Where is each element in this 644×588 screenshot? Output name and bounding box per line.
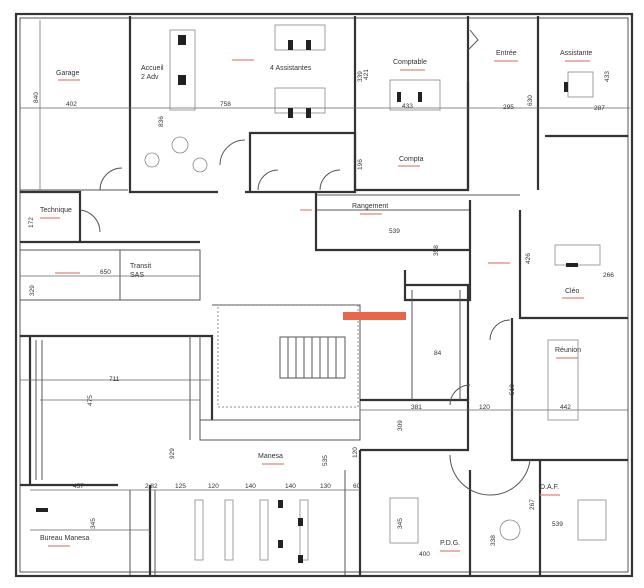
room-label-assistante: Assistante xyxy=(560,50,592,57)
dimension-label: 836 xyxy=(158,116,165,127)
dimension-label: 358 xyxy=(433,245,440,256)
room-label-daf: D.A.F. xyxy=(540,484,559,491)
room-label-garage: Garage xyxy=(56,70,79,77)
doors xyxy=(79,29,531,496)
dimension-label: 650 xyxy=(100,269,111,276)
dimension-label: 140 xyxy=(245,483,256,490)
dimension-label: 345 xyxy=(90,518,97,529)
dimension-label: 84 xyxy=(434,350,442,357)
dimension-label: 2.82 xyxy=(145,483,158,490)
dimension-label: 172 xyxy=(28,217,35,228)
dimension-label: 130 xyxy=(320,483,331,490)
dimension-label: 120 xyxy=(352,447,359,458)
dimension-label: 539 xyxy=(552,521,563,528)
area-annotations xyxy=(40,59,590,552)
dimension-label: 120 xyxy=(208,483,219,490)
dimension-label: 421 xyxy=(363,69,370,80)
dimension-label: 267 xyxy=(529,499,536,510)
outer-walls xyxy=(14,12,634,578)
dimension-label: 475 xyxy=(87,395,94,406)
dimension-label: 140 xyxy=(285,483,296,490)
highlight-marker xyxy=(343,312,406,320)
room-label-comptable: Comptable xyxy=(393,59,427,66)
dimension-label: 120 xyxy=(479,404,490,411)
dimension-label: 402 xyxy=(66,101,77,108)
room-label-transit: Transit xyxy=(130,263,151,270)
dimension-label: 535 xyxy=(322,455,329,466)
room-label-rangement: Rangement xyxy=(352,203,388,210)
dimension-label: 510 xyxy=(509,384,516,395)
dimension-label: 381 xyxy=(411,404,422,411)
room-label-cleo: Cléo xyxy=(565,288,580,295)
dimension-label: 196 xyxy=(357,159,364,170)
dimension-label: 433 xyxy=(402,103,413,110)
room-label-assistantes: 4 Assistantes xyxy=(270,65,312,72)
room-label-accueil: Accueil xyxy=(141,65,164,72)
interior-walls xyxy=(20,16,628,575)
dimension-label: 630 xyxy=(527,95,534,106)
room-label-sas: SAS xyxy=(130,272,144,279)
room-label-pdg: P.D.G. xyxy=(440,540,460,547)
room-label-manesa: Manesa xyxy=(258,453,283,460)
dimension-label: 309 xyxy=(397,420,404,431)
furniture xyxy=(36,24,607,563)
dimension-label: 457 xyxy=(73,483,84,490)
room-label-reunion: Réunion xyxy=(555,347,581,354)
dimension-labels: 840 402 836 758 421 339 433 196 295 630 … xyxy=(28,69,614,558)
room-label-bureau-manesa: Bureau Manesa xyxy=(40,535,90,542)
dimension-label: 295 xyxy=(503,104,514,111)
dimension-label: 840 xyxy=(33,92,40,103)
room-label-accueil-adv: 2 Adv xyxy=(141,74,159,81)
dimension-label: 125 xyxy=(175,483,186,490)
dimension-label: 758 xyxy=(220,101,231,108)
room-label-technique: Technique xyxy=(40,207,72,214)
room-label-entree: Entrée xyxy=(496,50,517,57)
dimension-label: 266 xyxy=(603,272,614,279)
dimension-label: 345 xyxy=(397,518,404,529)
dimension-label: 442 xyxy=(560,404,571,411)
dimension-label: 539 xyxy=(389,228,400,235)
dimension-label: 711 xyxy=(109,376,120,383)
dimension-label: 287 xyxy=(594,105,605,112)
room-labels: Garage Accueil 2 Adv 4 Assistantes Compt… xyxy=(40,50,592,547)
dimension-label: 329 xyxy=(29,285,36,296)
dimension-label: 433 xyxy=(604,71,611,82)
dimension-label: 929 xyxy=(169,448,176,459)
dimension-label: 60 xyxy=(353,483,361,490)
dimension-label: 338 xyxy=(490,535,497,546)
dimension-label: 426 xyxy=(525,253,532,264)
staircase xyxy=(217,304,359,408)
dimension-label: 400 xyxy=(419,551,430,558)
dimension-label: 339 xyxy=(357,71,364,82)
room-label-compta: Compta xyxy=(399,156,424,163)
